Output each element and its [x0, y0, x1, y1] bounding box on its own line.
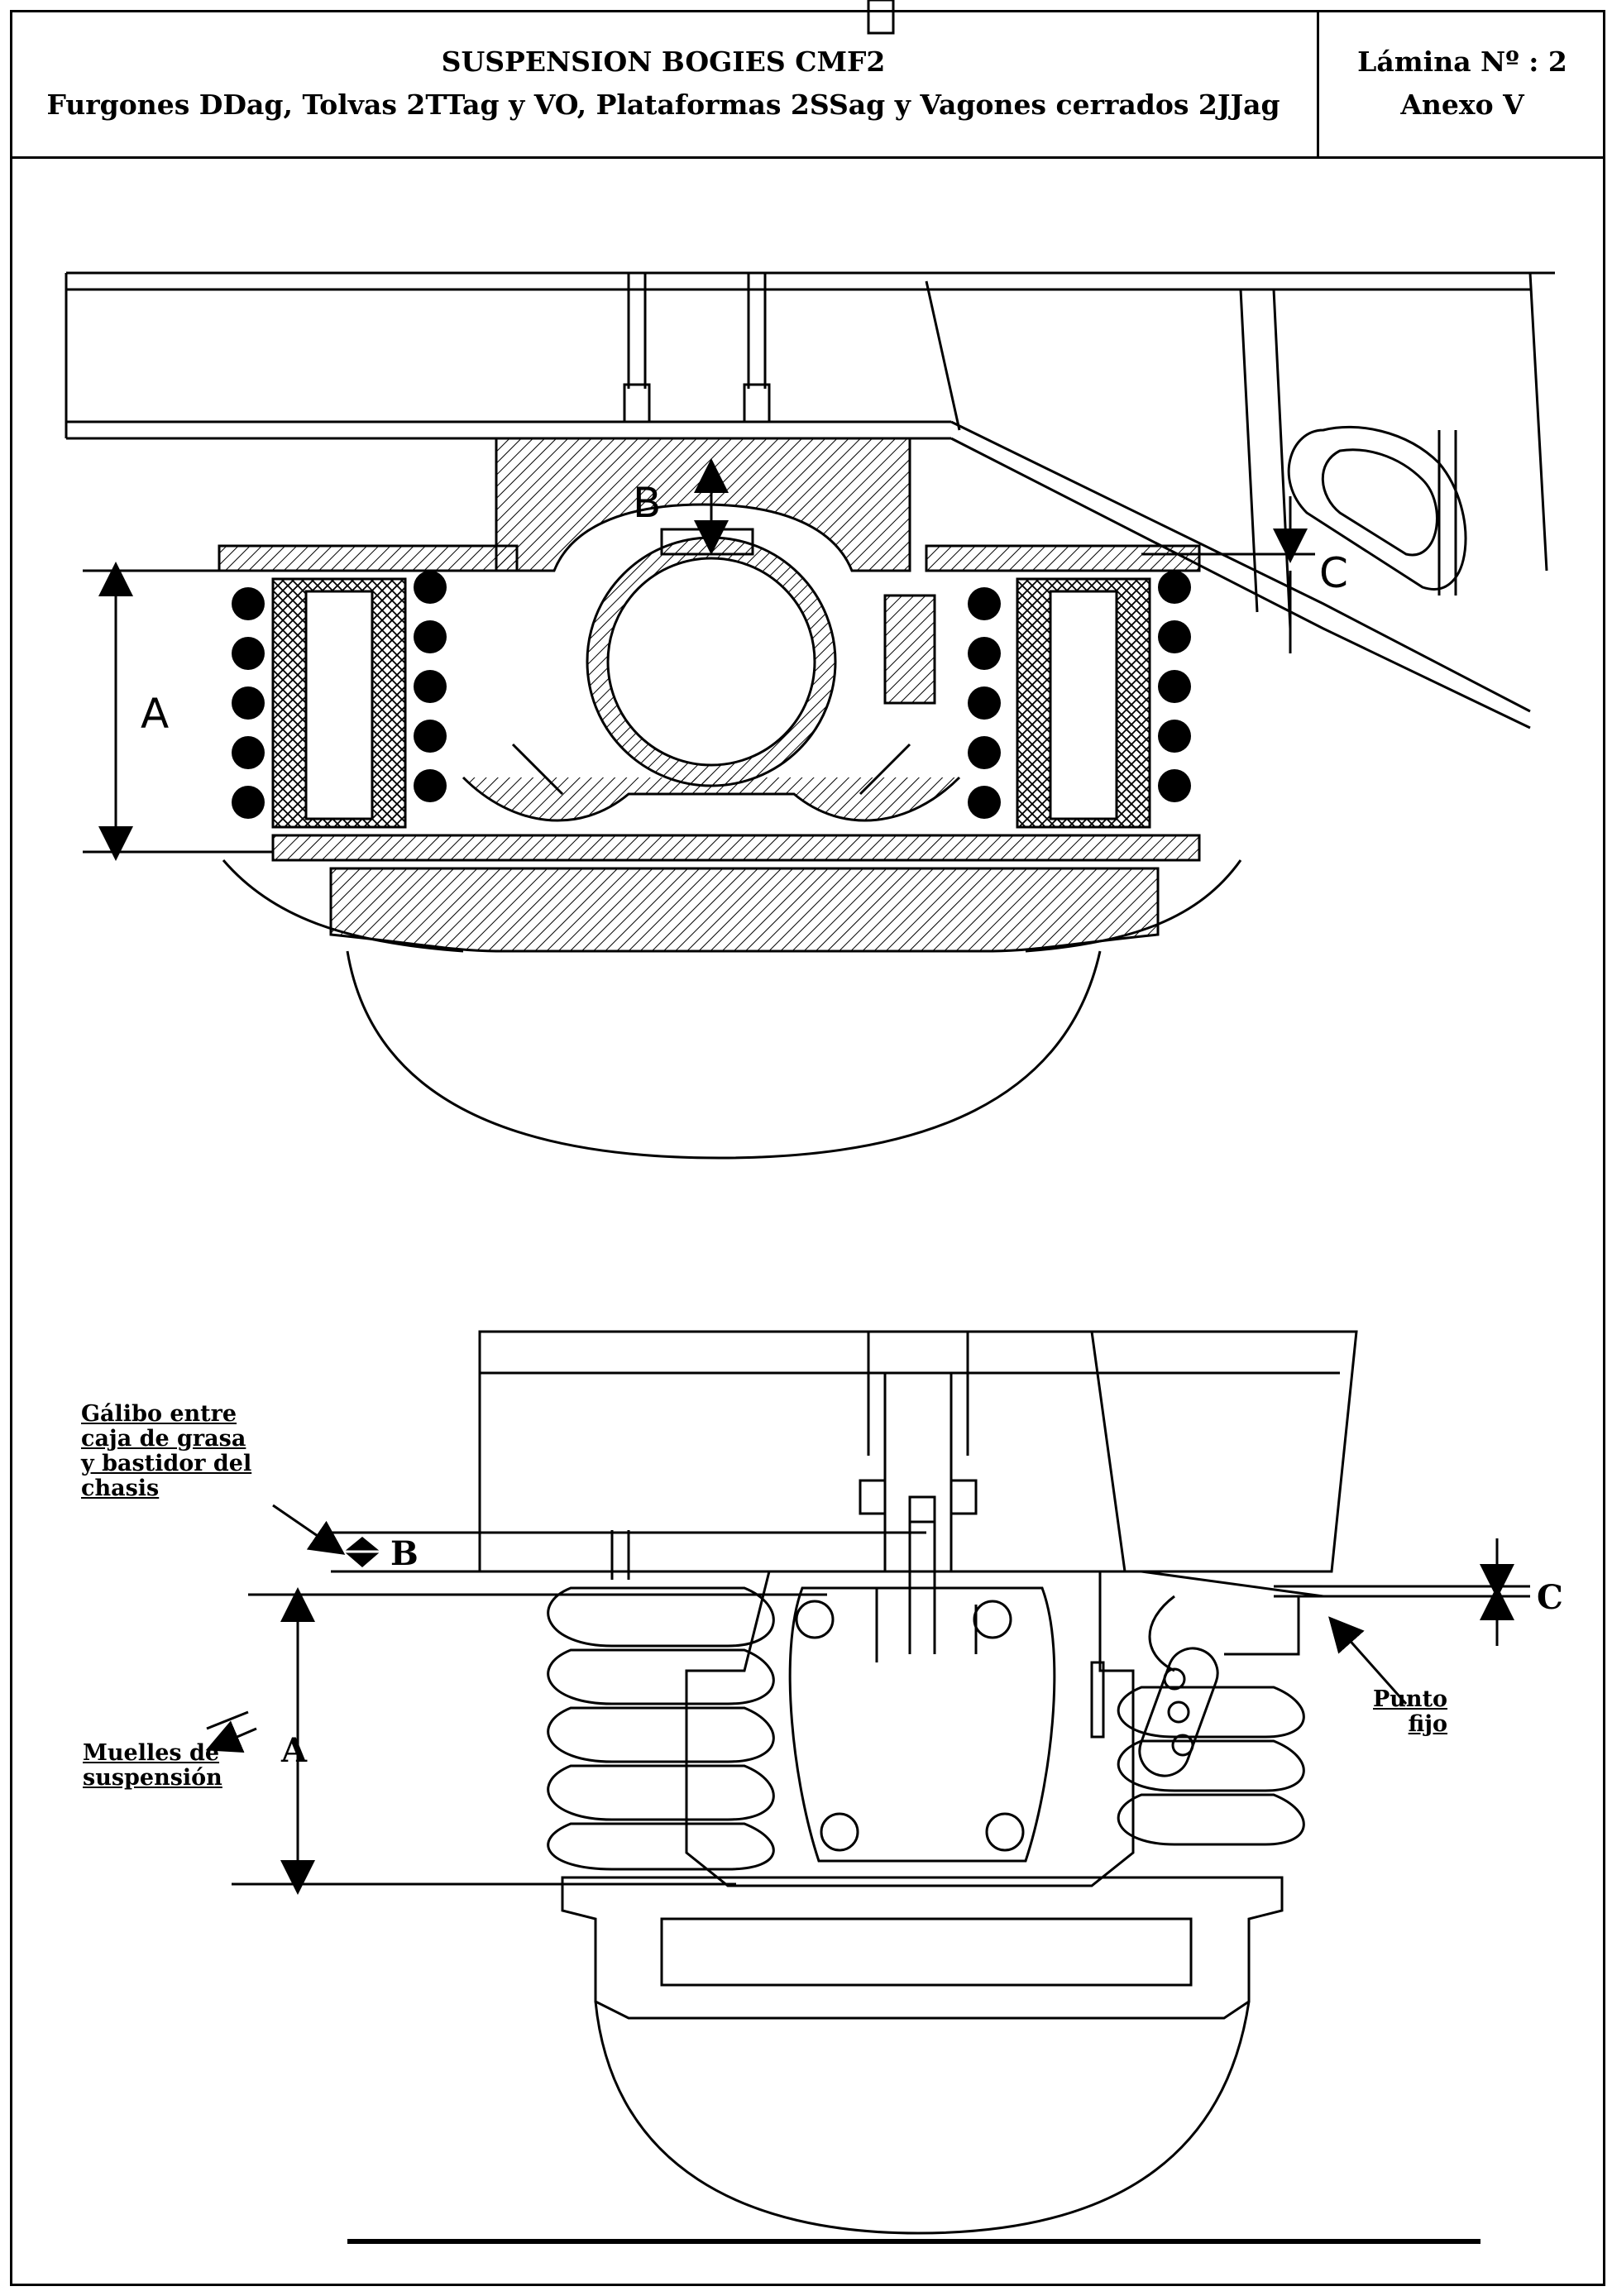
fixed-point-line-2: fijo [1408, 1711, 1448, 1737]
springs-callout: Muelles de suspensión [83, 1741, 222, 1791]
sheet-frame [10, 10, 1605, 2286]
top-dimensions [83, 458, 1315, 861]
fixed-point-callout: Punto fijo [1373, 1687, 1447, 1737]
fixed-point-line-1: Punto [1373, 1686, 1448, 1712]
top-section-view [65, 271, 1555, 1160]
top-dim-a-label: A [141, 690, 169, 738]
clearance-line-4: chasis [81, 1476, 160, 1501]
document-subtitle: Furgones DDag, Tolvas 2TTag y VO, Plataf… [46, 88, 1280, 121]
top-dim-b-label: B [633, 479, 661, 527]
title-block: SUSPENSION BOGIES CMF2 Furgones DDag, To… [10, 10, 1605, 159]
document-title: SUSPENSION BOGIES CMF2 [441, 45, 886, 78]
annex-label: Anexo V [1400, 88, 1524, 121]
bottom-dim-b-label: B [390, 1534, 419, 1573]
title-cell: SUSPENSION BOGIES CMF2 Furgones DDag, To… [10, 10, 1319, 156]
clearance-line-2: caja de grasa [81, 1426, 246, 1452]
sheet-cell: Lámina Nº : 2 Anexo V [1319, 10, 1605, 156]
clearance-line-3: y bastidor del [81, 1451, 252, 1476]
clearance-line-1: Gálibo entre [81, 1401, 237, 1427]
bottom-dimensions [205, 1504, 1530, 1895]
bottom-side-view [347, 0, 1480, 2244]
top-spring-coils [232, 571, 1191, 819]
bottom-dim-c-label: C [1537, 1578, 1563, 1617]
clearance-callout: Gálibo entre caja de grasa y bastidor de… [81, 1402, 251, 1501]
top-dim-c-label: C [1319, 549, 1348, 597]
springs-line-2: suspensión [83, 1765, 222, 1791]
sheet-number: Lámina Nº : 2 [1357, 45, 1567, 78]
springs-line-1: Muelles de [83, 1740, 220, 1766]
bottom-dim-a-label: A [280, 1731, 308, 1770]
